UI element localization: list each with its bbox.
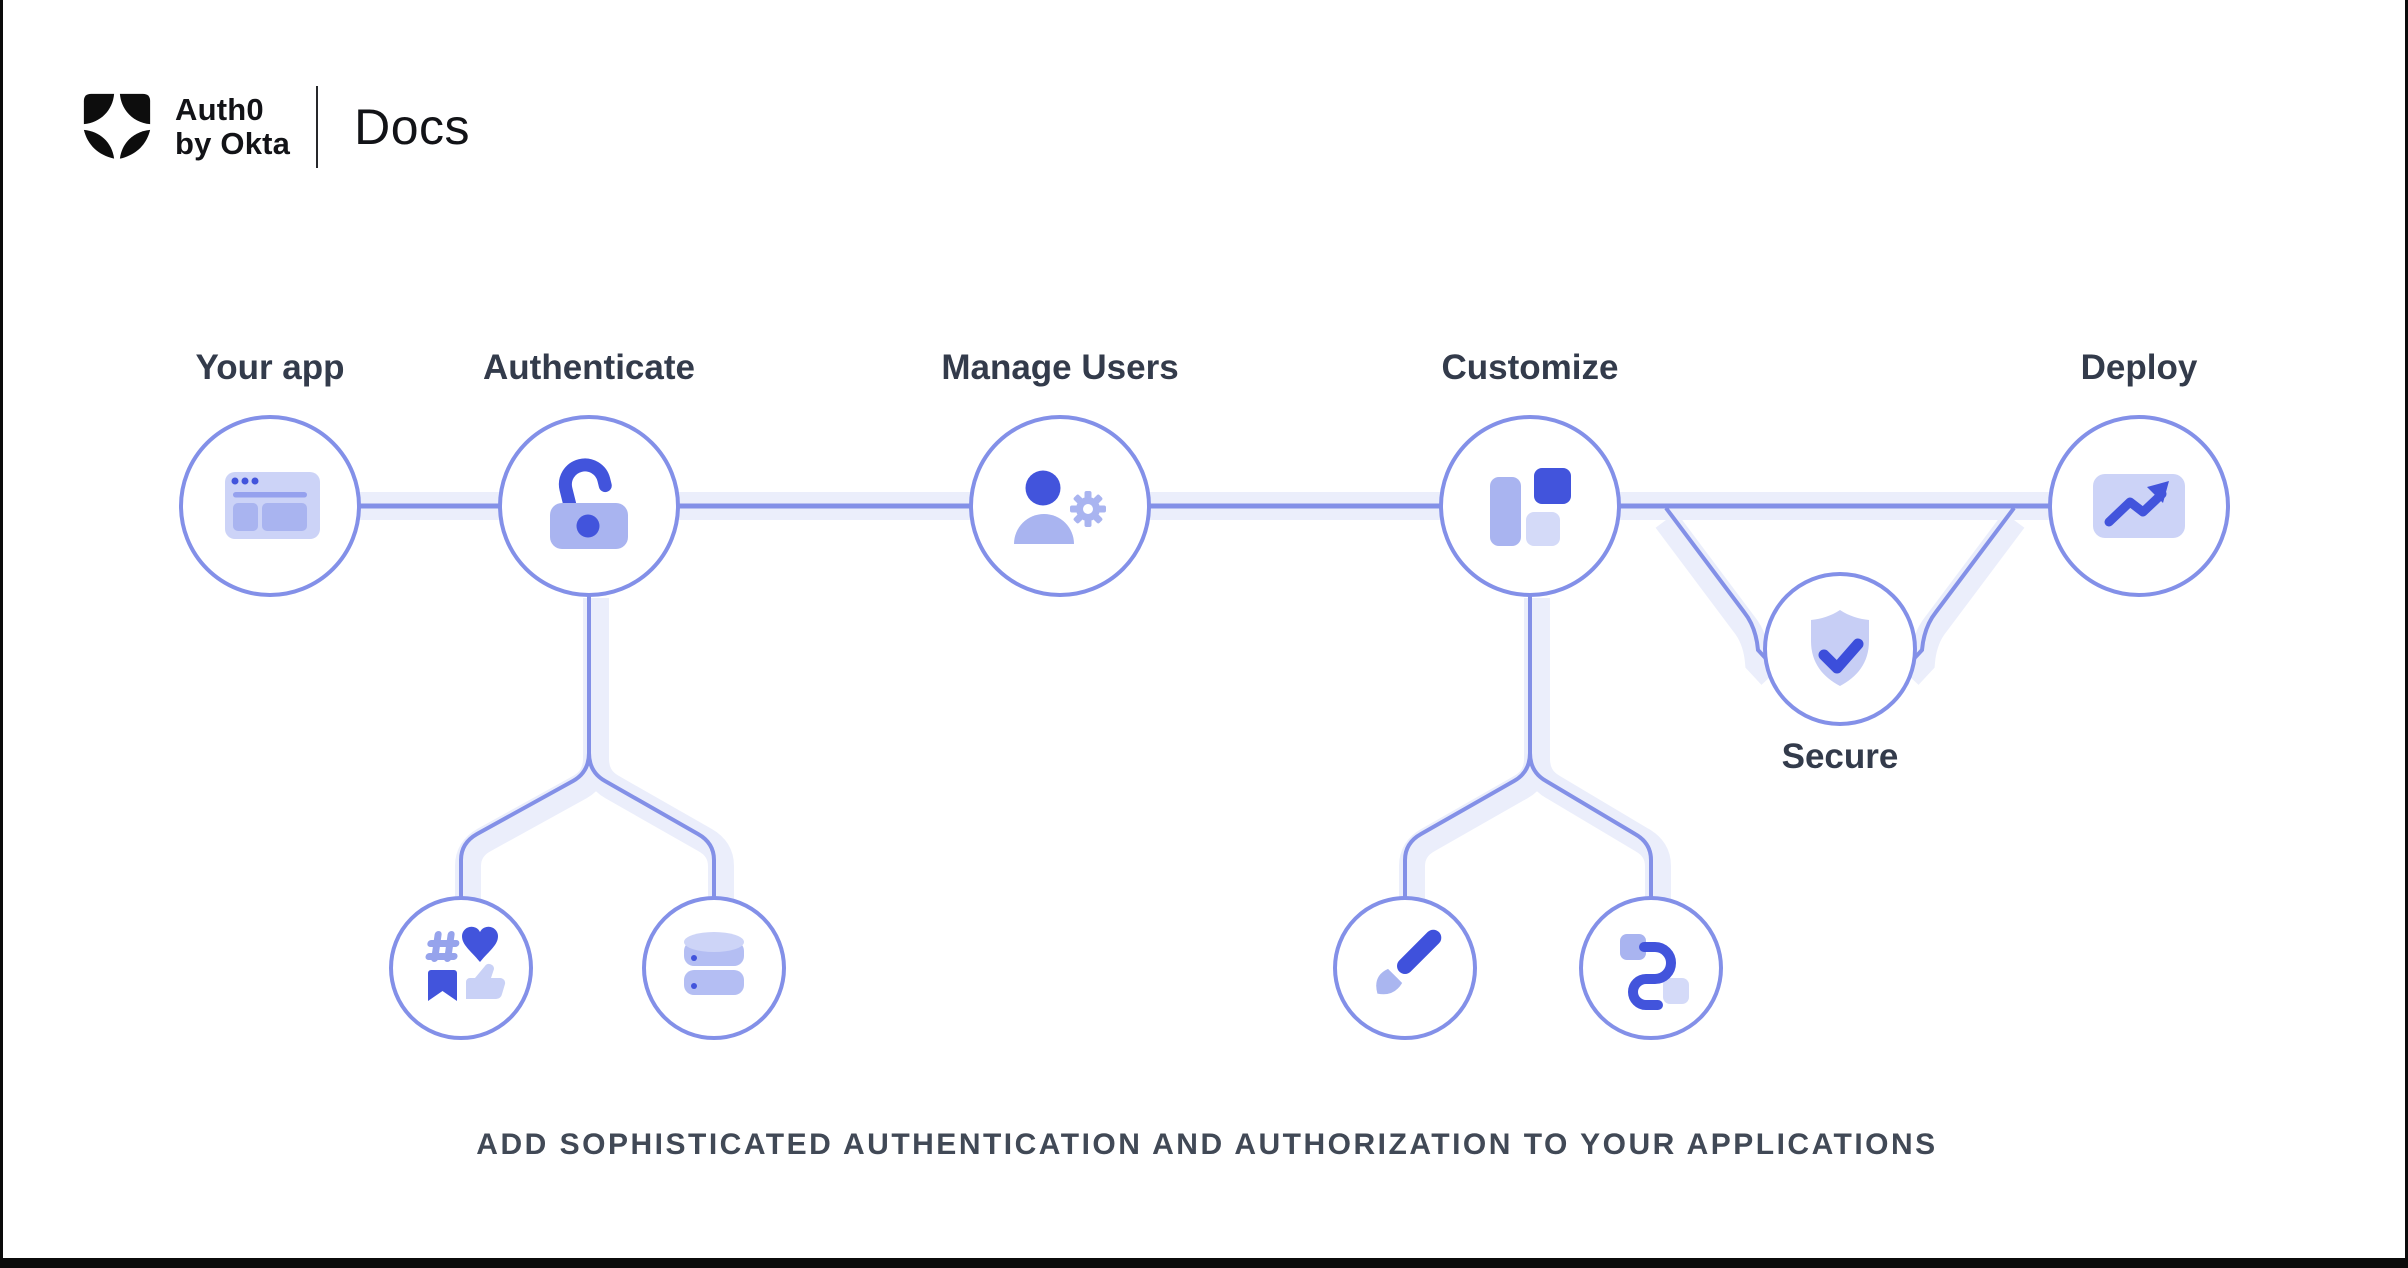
flow-diagram <box>179 415 2230 1040</box>
user-gear-icon <box>1014 470 1106 544</box>
brand-line1: Auth0 <box>175 92 264 127</box>
gear-icon <box>1070 491 1106 527</box>
auth0-shield-icon <box>83 93 151 159</box>
hashtag-icon <box>425 931 460 962</box>
node-label-deploy: Deploy <box>2080 348 2198 387</box>
browser-window-icon <box>225 472 320 539</box>
thumbs-up-icon <box>466 963 506 1000</box>
brand-text: Auth0 by Okta <box>175 93 290 161</box>
bookmark-icon <box>428 970 457 1001</box>
node-circle-manage-users[interactable] <box>969 415 1151 597</box>
node-label-manage-users: Manage Users <box>941 348 1179 387</box>
site-header: Auth0 by Okta Docs <box>81 84 470 170</box>
docs-wordmark[interactable]: Docs <box>354 99 471 155</box>
tagline: ADD SOPHISTICATED AUTHENTICATION AND AUT… <box>476 1128 1938 1161</box>
auth0-logo[interactable]: Auth0 by Okta <box>81 87 290 167</box>
layout-blocks-icon <box>1490 468 1571 546</box>
open-padlock-icon <box>550 458 628 549</box>
node-circle-customize[interactable] <box>1439 415 1621 597</box>
social-engagement-icon <box>425 926 506 1001</box>
subnode-circle-flow[interactable] <box>1579 896 1723 1040</box>
trending-up-icon <box>2093 474 2185 538</box>
node-label-customize: Customize <box>1441 348 1619 387</box>
subnode-circle-database[interactable] <box>642 896 786 1040</box>
header-divider <box>316 86 319 168</box>
node-label-secure: Secure <box>1781 737 1899 776</box>
brand-line2: by Okta <box>175 126 291 161</box>
subnode-circle-social[interactable] <box>389 896 533 1040</box>
paintbrush-icon <box>1376 929 1442 995</box>
node-label-authenticate: Authenticate <box>483 348 695 387</box>
heart-icon <box>462 926 498 962</box>
shield-check-icon <box>1811 610 1869 686</box>
node-label-your-app: Your app <box>195 348 345 387</box>
flow-connector-icon <box>1620 934 1689 1010</box>
database-icon <box>684 932 744 995</box>
